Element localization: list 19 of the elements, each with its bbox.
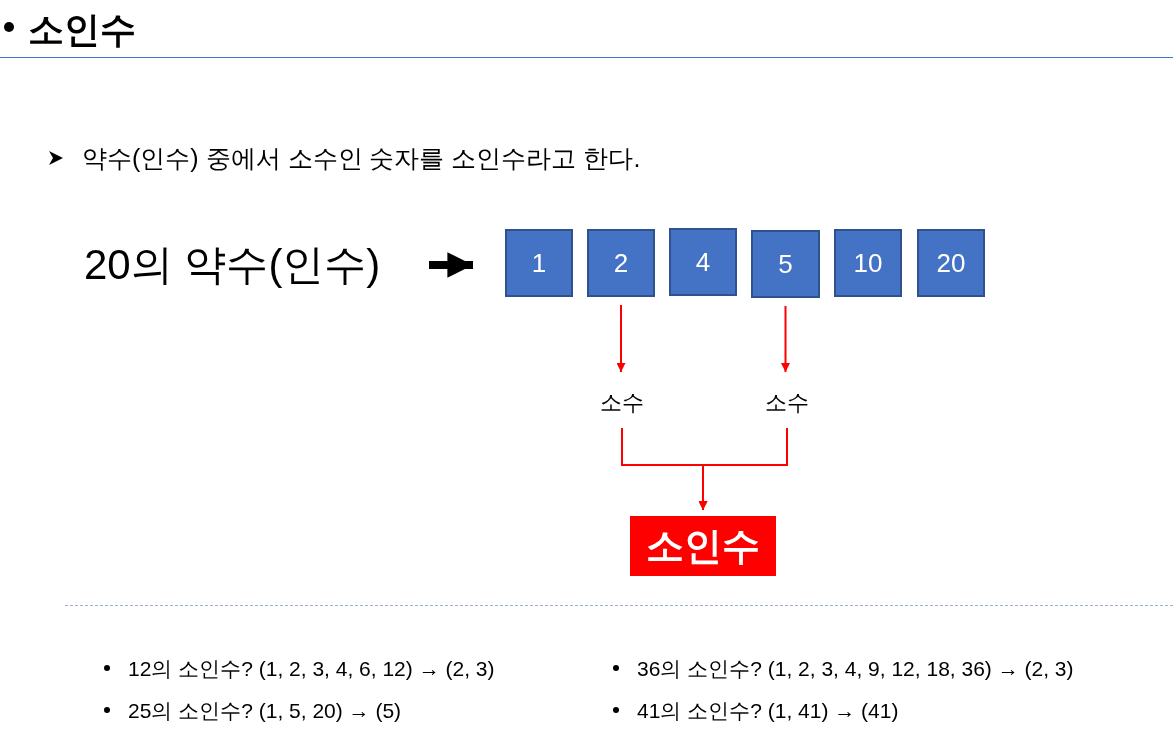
- divisor-box: 5: [751, 230, 820, 298]
- divisor-box: 1: [505, 229, 573, 297]
- heading-text: 20의 약수(인수): [84, 236, 419, 294]
- node-text: 소수: [596, 388, 648, 418]
- intro-sentence: 약수(인수) 중에서 소수인 숫자를 소인수라고 한다.: [82, 143, 641, 174]
- example-text: 25의 소인수? (1, 5, 20) → (5): [128, 698, 402, 724]
- divisor-box: 10: [834, 229, 902, 297]
- arrow: [616, 304, 626, 373]
- divisor-box: 20: [917, 229, 985, 297]
- result-box: 소인수: [630, 516, 776, 576]
- arrow: [698, 427, 788, 511]
- example-text: 36의 소인수? (1, 2, 3, 4, 9, 12, 18, 36) → (2, 3): [637, 656, 1074, 682]
- divisor-box: 2: [587, 229, 655, 297]
- node-text: 소수: [761, 388, 813, 418]
- slide-title: 소인수: [28, 8, 136, 52]
- arrow: [781, 305, 790, 373]
- divisor-box: 4: [669, 228, 737, 296]
- example-text: 41의 소인수? (1, 41) → (41): [637, 698, 899, 724]
- example-text: 12의 소인수? (1, 2, 3, 4, 6, 12) → (2, 3): [128, 656, 495, 682]
